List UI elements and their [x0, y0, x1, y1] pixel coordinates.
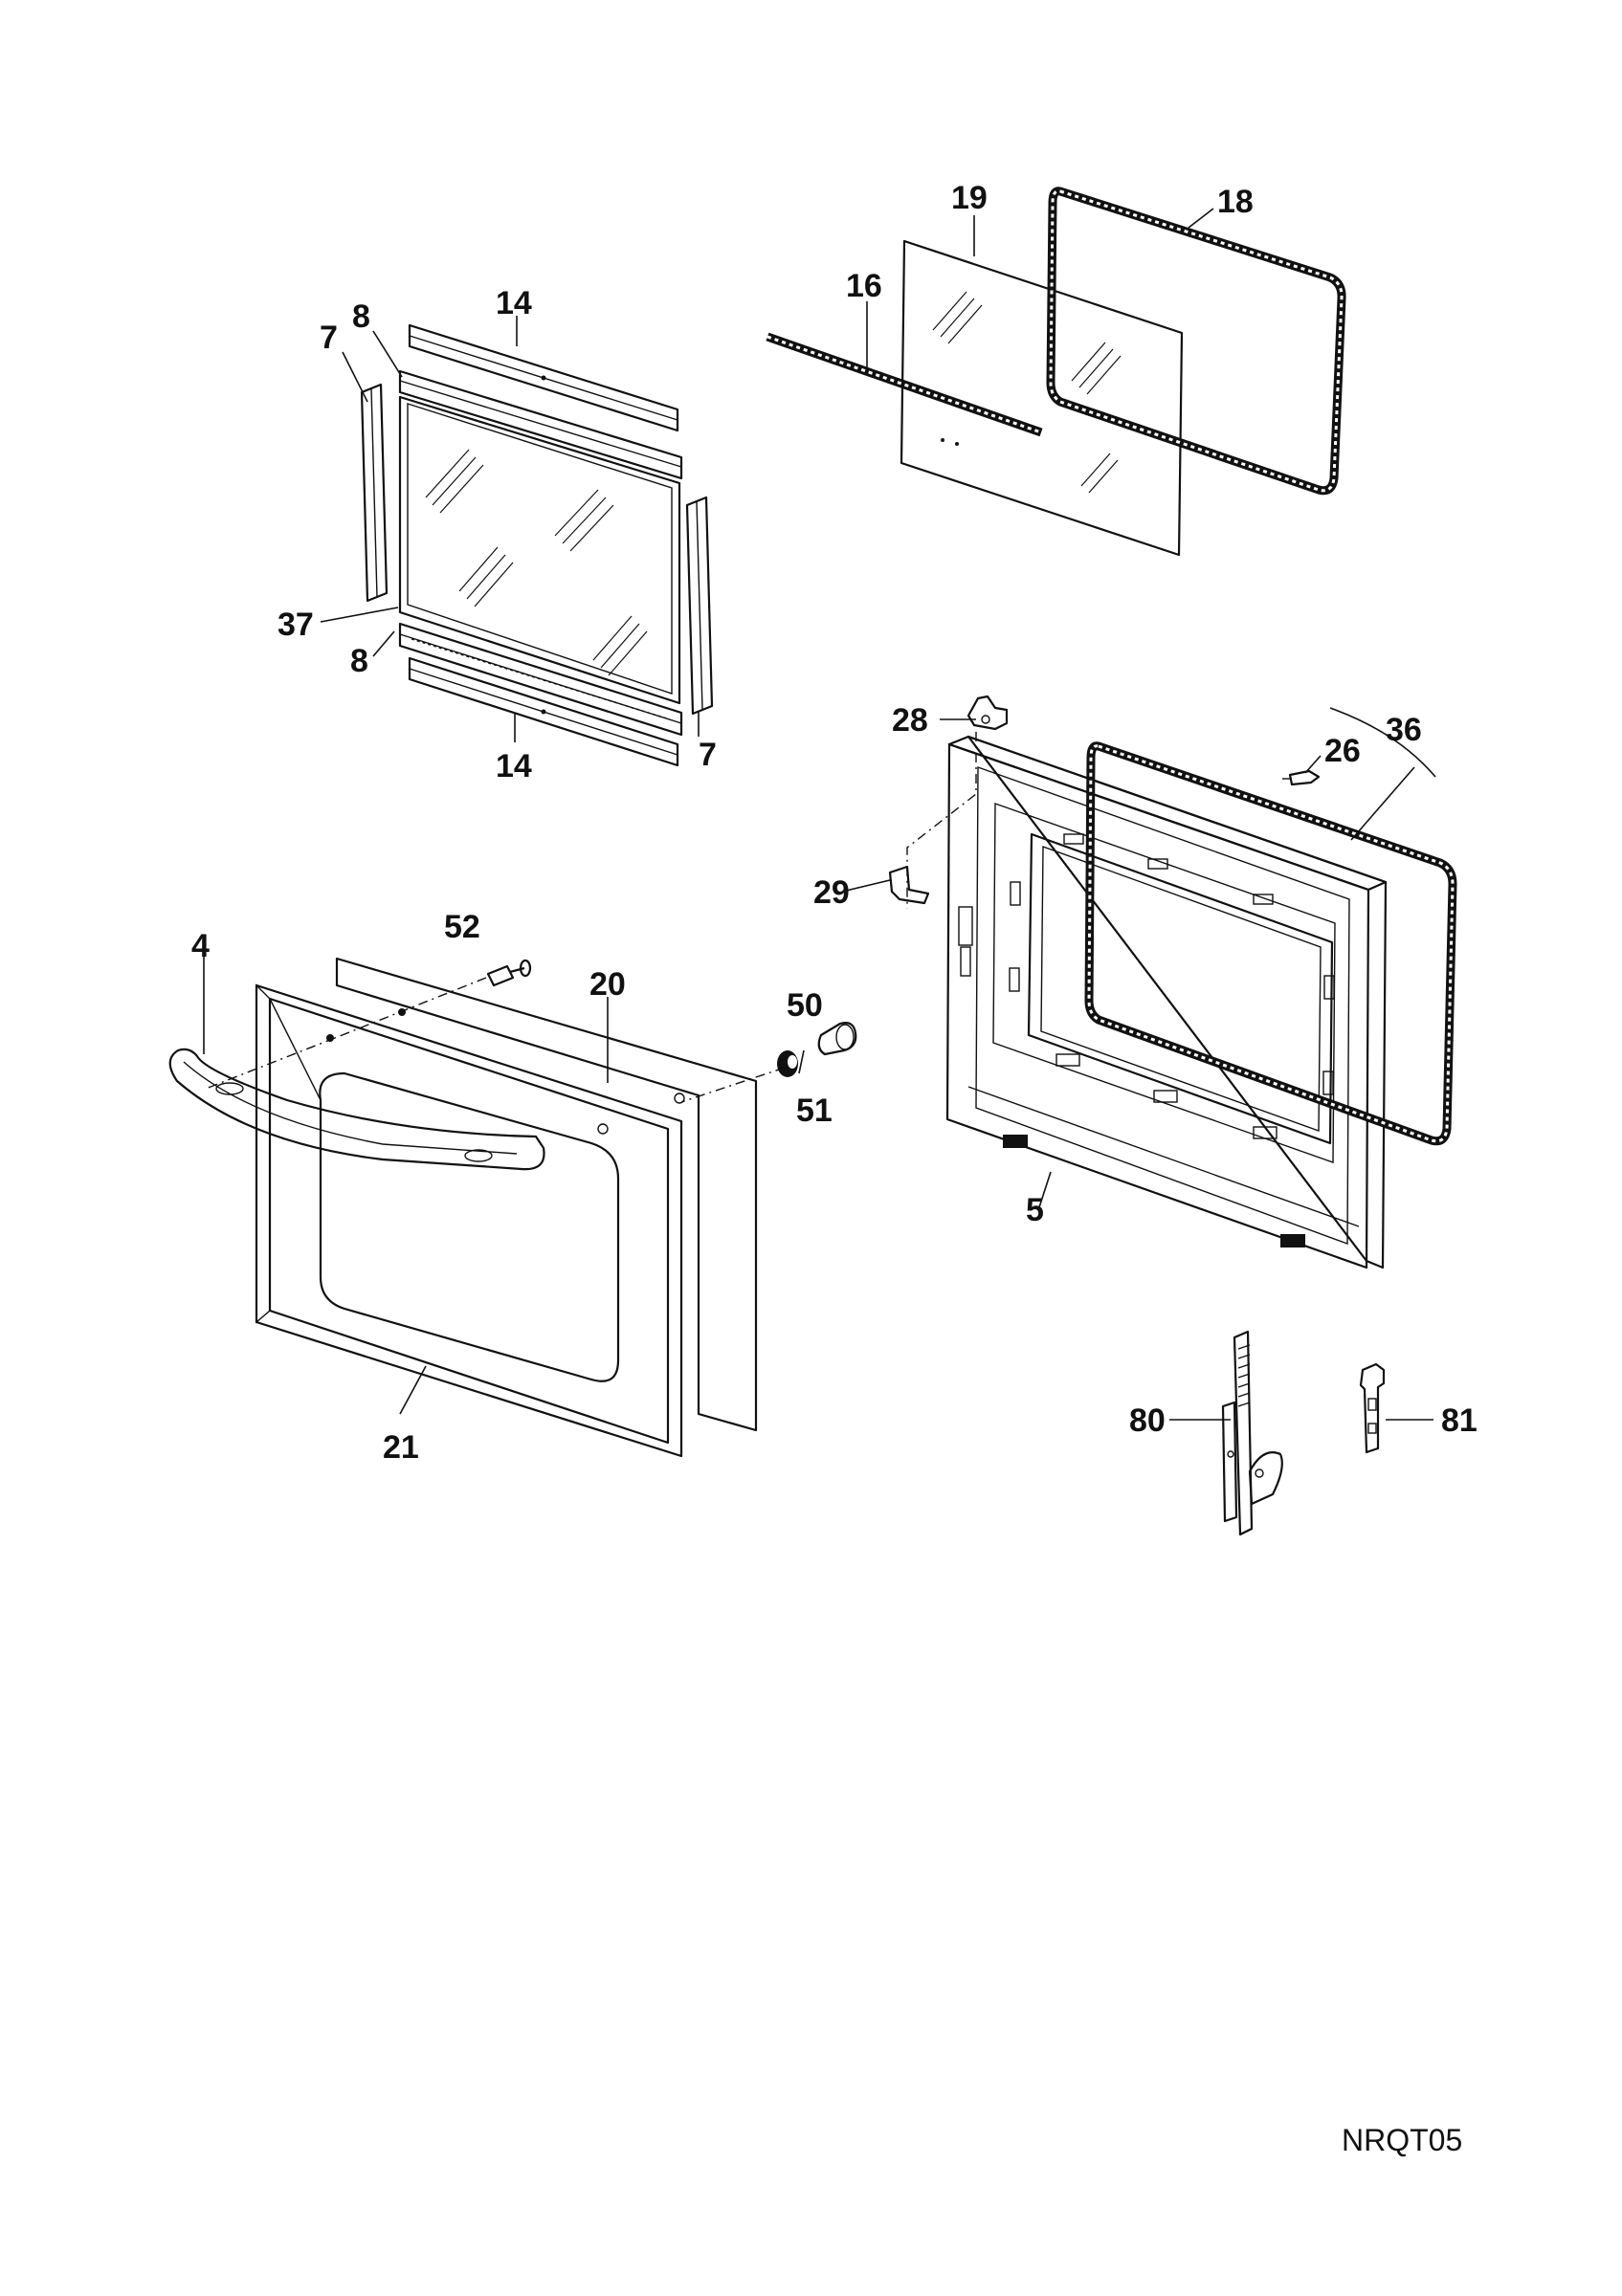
leader-lines: [203, 208, 1436, 1421]
door-handle: [168, 1048, 545, 1171]
frame-body: [945, 735, 1388, 1269]
callout-51: 51: [796, 1093, 833, 1129]
glass-assembly: [360, 323, 714, 767]
hinge-bracket-top: [967, 695, 1009, 731]
callout-4: 4: [191, 928, 210, 964]
assembly-axes: [205, 732, 977, 1103]
door-hinge: [1221, 1330, 1283, 1536]
callout-28: 28: [892, 702, 928, 739]
glass-seal-assembly: [766, 187, 1346, 557]
callout-labels: 4 5 7 7 8 8 14 14 16 18 19 20 21 26 28 2…: [191, 180, 1478, 1466]
nut: [777, 1050, 798, 1077]
callout-19: 19: [951, 180, 988, 216]
outer-door-assembly: [168, 957, 857, 1458]
callout-80: 80: [1129, 1402, 1166, 1439]
clip: [888, 865, 930, 905]
callout-21: 21: [383, 1429, 419, 1466]
trim-strip-top: [408, 323, 679, 432]
inner-door-frame: [888, 695, 1457, 1269]
screw: [486, 959, 532, 987]
callout-7-right: 7: [699, 737, 717, 773]
callout-8-bottom: 8: [350, 643, 368, 679]
callout-20: 20: [589, 966, 626, 1003]
side-strip-right: [685, 496, 714, 716]
gasket-clip: [1282, 769, 1321, 786]
callout-26: 26: [1324, 733, 1361, 769]
callout-8-top: 8: [352, 298, 370, 335]
glass-retainer-top: [398, 369, 683, 480]
callout-16: 16: [846, 268, 882, 304]
callout-36: 36: [1386, 712, 1422, 748]
callout-50: 50: [787, 987, 823, 1024]
inner-door-panel: [335, 957, 758, 1432]
glass-retainer-bottom: [398, 622, 683, 737]
callout-37: 37: [278, 607, 314, 643]
glass-gasket: [1046, 187, 1346, 496]
door-seal-strip: [766, 332, 1043, 437]
callout-14-bottom: 14: [496, 748, 532, 784]
side-strip-left: [360, 383, 389, 603]
drawing-code: NRQT05: [1342, 2123, 1462, 2157]
callout-14-top: 14: [496, 285, 532, 321]
trim-strip-bottom: [408, 656, 679, 767]
hinge-receiver: [1359, 1362, 1386, 1454]
callout-5: 5: [1026, 1192, 1044, 1228]
outer-door-panel: [255, 983, 683, 1458]
callout-81: 81: [1441, 1402, 1478, 1439]
inner-glass-panel: [398, 395, 681, 705]
stopper: [817, 1022, 857, 1056]
callout-7-left: 7: [320, 320, 338, 356]
oven-door-gasket: [1084, 741, 1457, 1146]
glass-panel: [900, 239, 1184, 557]
callout-18: 18: [1217, 184, 1254, 220]
callout-29: 29: [813, 874, 850, 911]
callout-52: 52: [444, 909, 480, 945]
